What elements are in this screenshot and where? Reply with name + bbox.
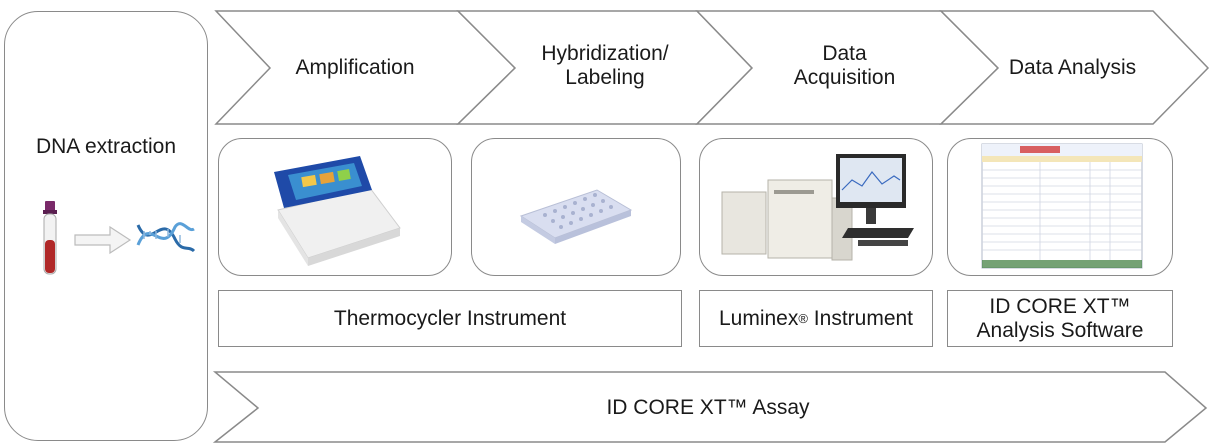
step-hybridization-line2: Labeling	[565, 66, 645, 89]
software-label-line1: ID CORE XT™	[989, 294, 1131, 318]
software-label-line2: Analysis Software	[976, 318, 1144, 342]
dna-helix-icon	[136, 222, 196, 253]
step-chevron-data-analysis	[939, 10, 1210, 125]
workflow-steps	[214, 10, 1210, 125]
software-label: ID CORE XT™ Analysis Software	[947, 290, 1173, 347]
arrow-right-icon	[74, 225, 132, 255]
step-data-acquisition-line2: Acquisition	[793, 66, 896, 89]
luminex-instrument-image	[721, 154, 914, 261]
luminex-name: Luminex	[718, 306, 799, 330]
software-screenshot-image	[981, 143, 1143, 269]
step-data-acquisition-line1: Data	[822, 42, 867, 65]
step-amplification-line1: Amplification	[295, 56, 415, 79]
software-label-box	[947, 290, 1173, 347]
microplate-image	[519, 189, 633, 244]
blood-tube-icon	[43, 201, 57, 275]
step-data-analysis-label: Data Analysis	[990, 50, 1155, 86]
step-amplification-label: Amplification	[270, 50, 440, 86]
luminex-suffix: Instrument	[807, 306, 914, 330]
thermocycler-label-box	[218, 290, 682, 347]
step-hybridization-label: Hybridization/ Labeling	[515, 38, 695, 94]
step-data-analysis-line1: Data Analysis	[1008, 56, 1137, 79]
assay-banner-label: ID CORE XT™ Assay	[606, 396, 810, 419]
thermocycler-label: Thermocycler Instrument	[333, 306, 567, 330]
luminex-label: Luminex® Instrument	[718, 306, 914, 330]
step-data-acquisition-label: Data Acquisition	[752, 38, 937, 94]
dna-extraction-illustration	[43, 201, 196, 275]
step-hybridization-line1: Hybridization/	[541, 42, 669, 65]
thermocycler-image	[274, 156, 401, 266]
dna-extraction-title: DNA extraction	[35, 135, 177, 158]
luminex-label-box	[699, 290, 933, 347]
